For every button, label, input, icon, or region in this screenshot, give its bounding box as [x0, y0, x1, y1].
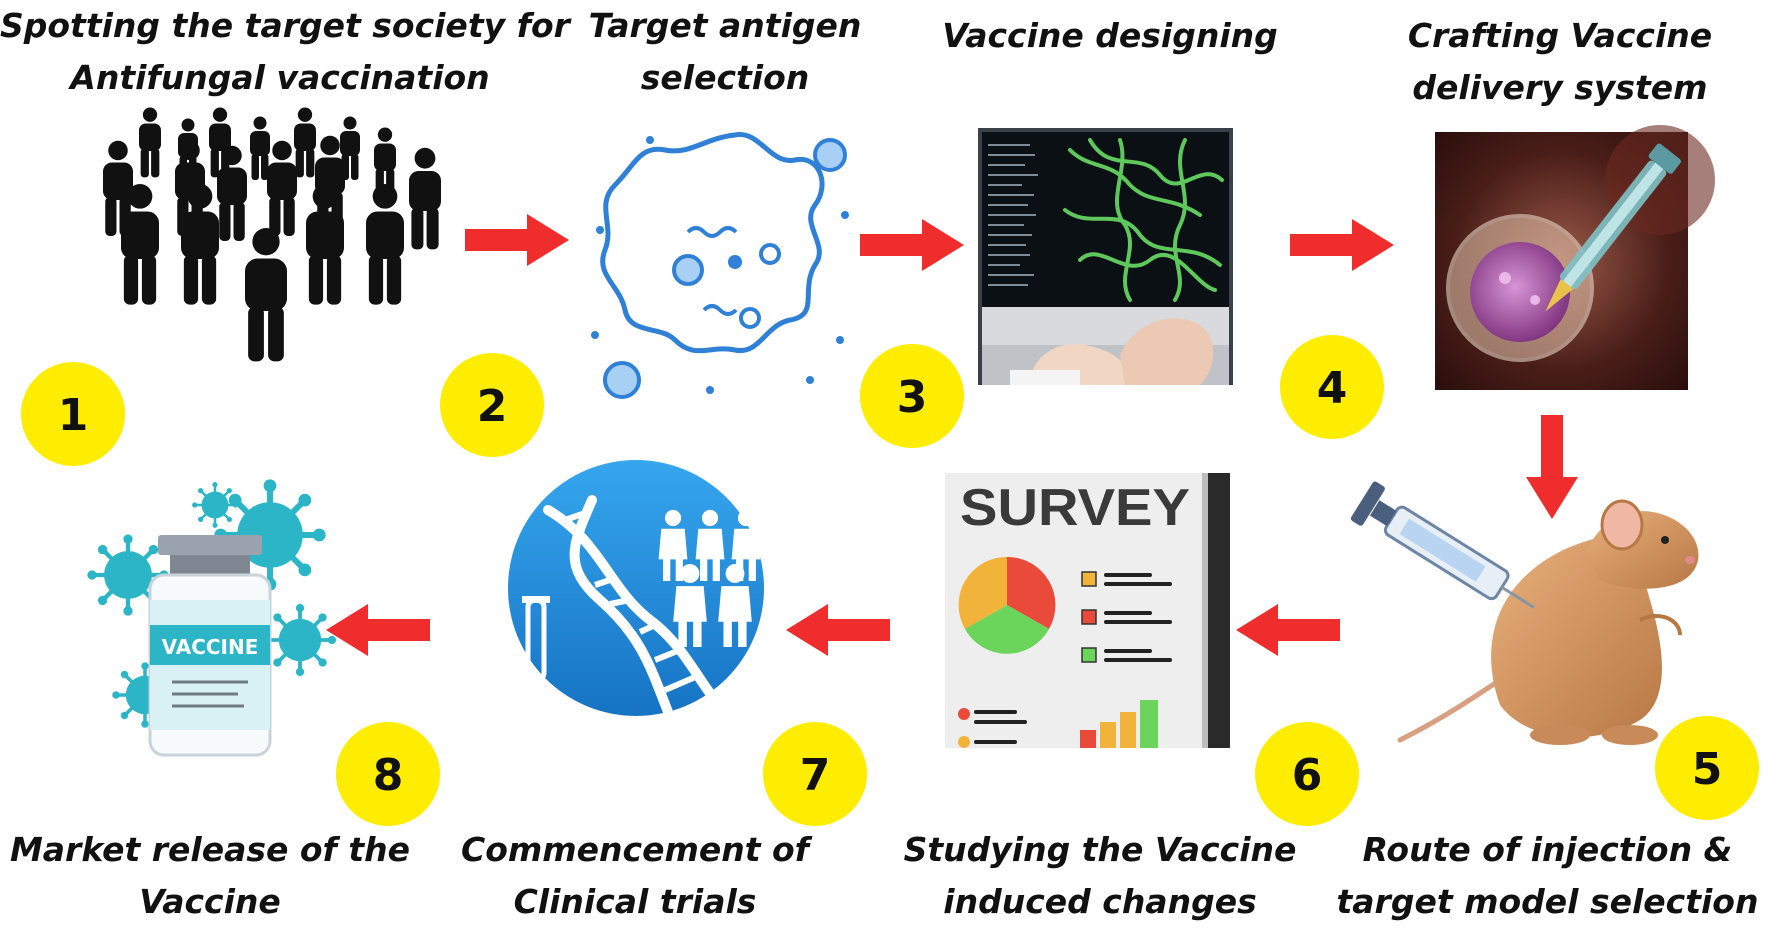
step-4-label: Crafting Vaccine delivery system [1370, 10, 1750, 114]
step-badge-number: 8 [373, 750, 404, 801]
step-badge-1: 1 [21, 362, 125, 466]
step-badge-circle [1655, 716, 1759, 820]
step-badge-number: 1 [58, 390, 89, 441]
step-8-label: Market release of the Vaccine [0, 824, 420, 928]
step-badge-number: 3 [897, 372, 928, 423]
step-badge-circle [440, 353, 544, 457]
step-badge-4: 4 [1280, 335, 1384, 439]
step-badge-number: 2 [477, 381, 508, 432]
step-badge-3: 3 [860, 344, 964, 448]
step-6-label-line-1: Studying the Vaccine [903, 830, 1297, 869]
step-badge-circle [860, 344, 964, 448]
step-badge-8: 8 [336, 722, 440, 826]
step-badge-7: 7 [763, 722, 867, 826]
step-8-label-line-1: Market release of the [9, 830, 411, 869]
antigen-icon [591, 132, 849, 399]
dna-trial-icon [508, 460, 764, 720]
step-4-label-line-2: delivery system [1412, 68, 1708, 107]
arrow-1-to-2 [465, 214, 569, 266]
arrow-5-to-6 [1236, 604, 1340, 656]
survey-icon: SURVEY [945, 473, 1230, 748]
step-badge-number: 4 [1317, 363, 1348, 414]
computer-design-icon [978, 128, 1233, 385]
arrow-2-to-3 [860, 219, 964, 271]
vaccine-vial-icon: VACCINE [88, 480, 338, 757]
arrow-6-to-7 [786, 604, 890, 656]
step-7-label-line-1: Commencement of [460, 830, 810, 869]
step-8-label-line-2: Vaccine [139, 882, 281, 921]
step-badge-circle [763, 722, 867, 826]
cell-injection-icon [1435, 125, 1715, 390]
step-badge-6: 6 [1255, 722, 1359, 826]
step-6-label-line-2: induced changes [943, 882, 1257, 921]
step-7-label: Commencement of Clinical trials [445, 824, 825, 928]
step-badge-2: 2 [440, 353, 544, 457]
step-6-label: Studying the Vaccine induced changes [880, 824, 1320, 928]
step-5-label: Route of injection & target model select… [1325, 824, 1770, 928]
arrow-3-to-4 [1290, 219, 1394, 271]
step-5-label-line-1: Route of injection & [1362, 830, 1733, 869]
step-3-label: Vaccine designing [920, 10, 1300, 62]
vial-label: VACCINE [162, 635, 259, 659]
step-1-label: Spotting the target society for Antifung… [0, 0, 570, 104]
step-4-label-line-1: Crafting Vaccine [1407, 16, 1713, 55]
mouse-syringe-icon [1350, 481, 1699, 745]
survey-heading: SURVEY [960, 479, 1190, 537]
step-1-label-line-2: Antifungal vaccination [70, 58, 490, 97]
step-badge-circle [336, 722, 440, 826]
step-1-label-line-1: Spotting the target society for [0, 6, 570, 45]
step-badge-number: 7 [800, 750, 831, 801]
arrow-7-to-8 [326, 604, 430, 656]
step-7-label-line-2: Clinical trials [513, 882, 757, 921]
step-2-label-line-1: Target antigen [588, 6, 862, 45]
step-5-label-line-2: target model selection [1336, 882, 1759, 921]
step-3-label-line-1: Vaccine designing [942, 16, 1278, 55]
step-badge-number: 5 [1692, 744, 1723, 795]
arrow-4-to-5 [1526, 415, 1578, 519]
step-badge-5: 5 [1655, 716, 1759, 820]
step-badge-circle [1255, 722, 1359, 826]
step-2-label: Target antigen selection [575, 0, 875, 104]
step-badge-circle [1280, 335, 1384, 439]
step-2-label-line-2: selection [640, 58, 810, 97]
step-badges: 1 2 3 4 5 6 7 8 [21, 335, 1759, 826]
flow-arrows [326, 214, 1578, 656]
step-badge-circle [21, 362, 125, 466]
step-badge-number: 6 [1292, 750, 1323, 801]
